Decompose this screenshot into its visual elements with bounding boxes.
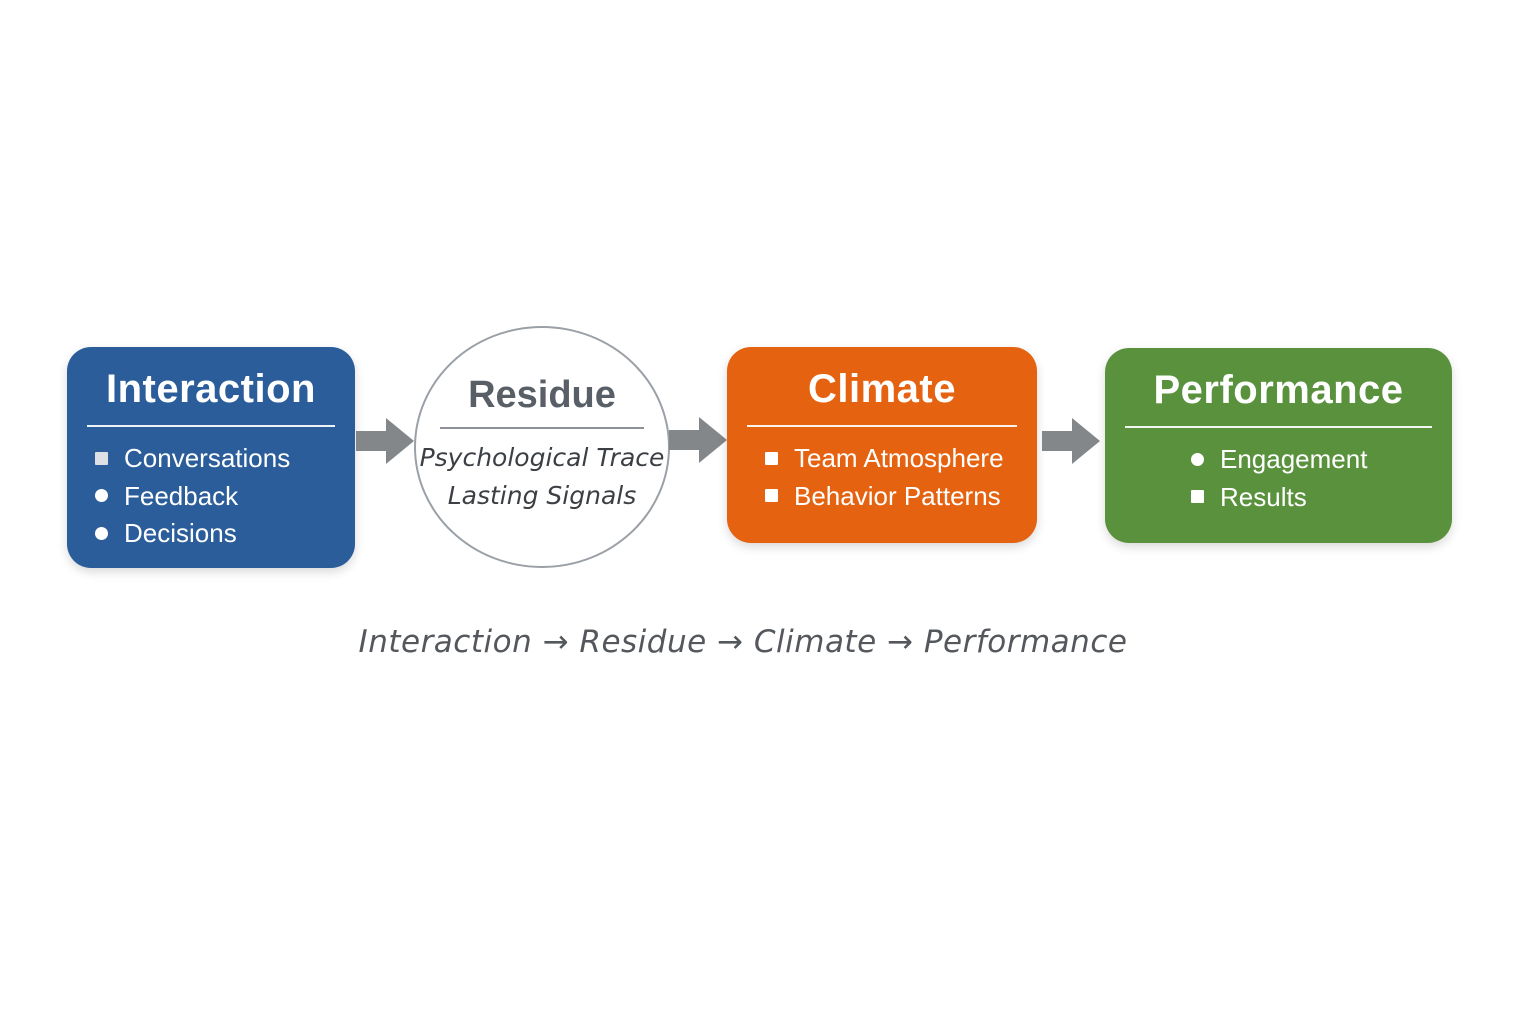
circle-bullet-icon [95, 526, 108, 540]
list-item: Results [1191, 481, 1452, 512]
node-performance: Performance Engagement Results [1105, 348, 1452, 543]
list-item-label: Engagement [1220, 444, 1368, 474]
node-interaction: Interaction Conversations Feedback Decis… [67, 347, 355, 568]
square-bullet-icon [765, 489, 778, 503]
right-arrow-icon [356, 418, 414, 464]
list-item-label: Results [1220, 481, 1307, 512]
node-performance-list: Engagement Results [1105, 445, 1452, 511]
list-item-label: Decisions [124, 518, 237, 549]
node-performance-divider [1125, 426, 1432, 428]
node-residue-divider [440, 427, 644, 429]
circle-bullet-icon [1191, 452, 1204, 466]
circle-bullet-icon [95, 489, 108, 503]
flow-caption: Interaction → Residue → Climate → Perfor… [358, 624, 1128, 660]
list-item-label: Conversations [124, 443, 291, 473]
list-item-label: Feedback [124, 480, 239, 511]
node-performance-title: Performance [1153, 368, 1404, 412]
node-interaction-title: Interaction [106, 367, 316, 411]
right-arrow-icon [1042, 418, 1100, 464]
right-arrow-icon [669, 417, 727, 463]
square-bullet-icon [95, 451, 108, 465]
node-residue-line: Psychological Trace [419, 443, 665, 472]
list-item: Feedback [95, 480, 355, 511]
list-item: Behavior Patterns [765, 480, 1037, 511]
list-item: Team Atmosphere [765, 444, 1037, 473]
node-residue-line: Lasting Signals [447, 481, 637, 510]
node-residue-title: Residue [468, 374, 616, 416]
square-bullet-icon [765, 451, 778, 465]
node-climate-title: Climate [808, 367, 956, 411]
node-residue: Residue Psychological Trace Lasting Sign… [414, 326, 670, 568]
square-bullet-icon [1191, 490, 1204, 504]
list-item-label: Team Atmosphere [794, 443, 1004, 473]
list-item-label: Behavior Patterns [794, 480, 1001, 511]
node-interaction-divider [87, 425, 335, 427]
list-item: Engagement [1191, 445, 1452, 474]
list-item: Conversations [95, 444, 355, 473]
node-climate: Climate Team Atmosphere Behavior Pattern… [727, 347, 1037, 543]
list-item: Decisions [95, 519, 355, 548]
node-climate-divider [747, 425, 1017, 427]
node-interaction-list: Conversations Feedback Decisions [67, 444, 355, 548]
node-climate-list: Team Atmosphere Behavior Patterns [727, 444, 1037, 510]
